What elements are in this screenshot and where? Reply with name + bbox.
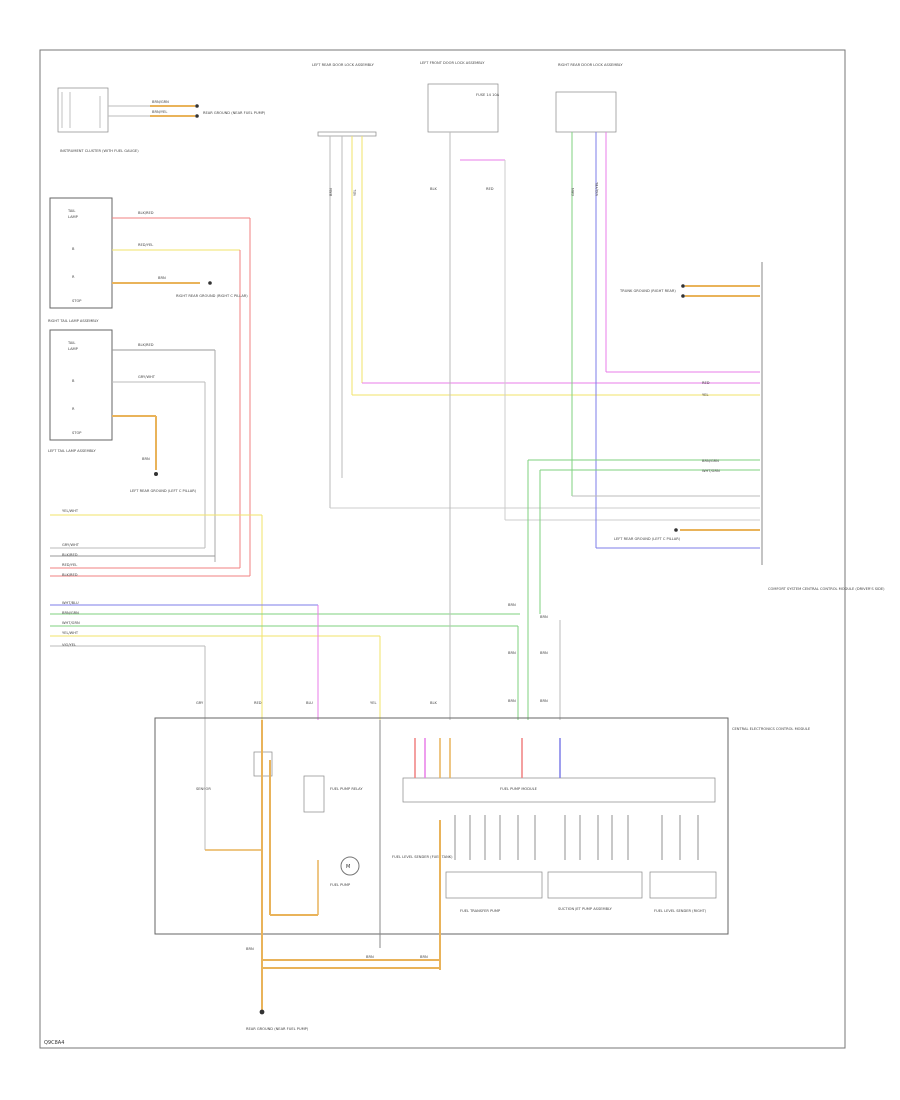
left-harness: YEL/WHT GRY/WHT BLK/RED RED/YEL BLK/RED …	[50, 509, 520, 720]
wire-label: BRN	[246, 947, 254, 951]
fuel-pump-module-label: FUEL PUMP MODULE	[500, 787, 538, 791]
svg-text:STOP: STOP	[72, 431, 82, 435]
ground-label: REAR GROUND (NEAR FUEL PUMP)	[203, 111, 266, 115]
left-tail-lamp: TAIL LAMP B R STOP LEFT TAIL LAMP ASSEMB…	[48, 329, 113, 453]
left-tail-lamp-label: LEFT TAIL LAMP ASSEMBLY	[48, 449, 97, 453]
ground-bus: BRN BRN BRN REAR GROUND (NEAR FUEL PUMP)	[246, 947, 440, 1031]
comfort-module-label: COMFORT SYSTEM CENTRAL CONTROL MODULE (D…	[768, 587, 885, 591]
right-tail-lamp-label: RIGHT TAIL LAMP ASSEMBLY	[48, 319, 99, 323]
svg-text:TAIL: TAIL	[67, 341, 75, 345]
wire-label: BRN	[329, 188, 333, 196]
svg-text:LAMP: LAMP	[68, 347, 79, 351]
ground-label: LEFT REAR GROUND (LEFT C PILLAR)	[614, 537, 681, 541]
central-module: CENTRAL ELECTRONICS CONTROL MODULE FUEL …	[154, 701, 811, 970]
wire-label: BLK/RED	[62, 553, 78, 557]
wire-label: BRN	[420, 955, 428, 959]
wire-label: BRN	[540, 615, 548, 619]
wire-label: GRY/WHT	[138, 375, 156, 379]
right-tail-lamp: TAIL LAMP B R STOP RIGHT TAIL LAMP ASSEM…	[48, 197, 113, 323]
wire-label: BRN	[540, 699, 548, 703]
tail-lamp-wires: BLK/RED RED/YEL BRN RIGHT REAR GROUND (R…	[112, 211, 251, 576]
svg-text:GRY: GRY	[196, 701, 204, 705]
svg-text:STOP: STOP	[72, 299, 82, 303]
sensor-label: SENSOR	[196, 787, 211, 791]
wire-label: BLK/RED	[62, 573, 78, 577]
svg-text:BLU: BLU	[306, 701, 313, 705]
svg-text:B: B	[72, 379, 75, 383]
wire-label: RED	[702, 381, 710, 385]
svg-text:TAIL: TAIL	[67, 209, 75, 213]
relay-label: FUEL PUMP RELAY	[330, 787, 363, 791]
wire-label: BLK/RED	[138, 343, 154, 347]
wire-label: BRN	[540, 651, 548, 655]
wire-label: YEL	[353, 190, 357, 196]
svg-text:B: B	[72, 247, 75, 251]
wire-label: BRN/YEL	[152, 110, 167, 114]
instrument-cluster: BRN/GRN BRN/YEL INSTRUMENT CLUSTER (WITH…	[57, 87, 266, 153]
svg-text:R: R	[72, 407, 75, 411]
wire-label: BRN	[508, 651, 516, 655]
svg-text:BLK: BLK	[430, 701, 437, 705]
wire-label: WHT/BLU	[62, 601, 79, 605]
sub-c-label: FUEL LEVEL SENDER (RIGHT)	[654, 909, 707, 913]
svg-text:M: M	[346, 864, 350, 870]
wire-label: BRN/GRN	[152, 100, 169, 104]
wire-label: VIO/YEL	[62, 643, 76, 647]
wire-label: BLK	[430, 187, 437, 191]
wire-label: BRN/GRN	[702, 459, 719, 463]
wire-label: BRN	[142, 457, 150, 461]
wire-label: VIO/YEL	[595, 182, 599, 196]
center-connectors: BRN BRN BRN BRN BRN BRN	[508, 603, 561, 720]
wire-label: BRN	[158, 276, 166, 280]
diagram-frame	[39, 49, 846, 1049]
ground-label: RIGHT REAR GROUND (RIGHT C PILLAR)	[176, 294, 248, 298]
svg-text:YEL: YEL	[370, 701, 376, 705]
wire-label: YEL/WHT	[62, 631, 79, 635]
right-rear-door-lock: RIGHT REAR DOOR LOCK ASSEMBLY GRN VIO/YE…	[555, 63, 760, 549]
central-module-label: CENTRAL ELECTRONICS CONTROL MODULE	[732, 727, 811, 731]
ground-label: REAR GROUND (NEAR FUEL PUMP)	[246, 1027, 309, 1031]
wire-label: RED	[486, 187, 494, 191]
wire-label: WHT/GRN	[62, 621, 80, 625]
svg-text:RED: RED	[254, 701, 262, 705]
wire-label: BRN	[508, 603, 516, 607]
svg-text:LAMP: LAMP	[68, 215, 79, 219]
sub-b-label: SUCTION JET PUMP ASSEMBLY	[558, 907, 613, 911]
wire-label: BRN	[508, 699, 516, 703]
instrument-cluster-label: INSTRUMENT CLUSTER (WITH FUEL GAUGE)	[60, 149, 139, 153]
ground-label: TRUNK GROUND (RIGHT REAR)	[619, 289, 676, 293]
left-front-door-lock: LEFT FRONT DOOR LOCK ASSEMBLY FUSE 14 10…	[420, 61, 760, 720]
wire-label: GRY/WHT	[62, 543, 80, 547]
wire-label: RED/YEL	[138, 243, 153, 247]
ground-label: LEFT REAR GROUND (LEFT C PILLAR)	[130, 489, 197, 493]
wire-label: BRN	[366, 955, 374, 959]
wire-label: RED/YEL	[62, 563, 77, 567]
fuse-label: FUSE 14 10A	[476, 93, 500, 97]
motor-label: FUEL PUMP	[330, 883, 351, 887]
left-rear-door-lock: LEFT REAR DOOR LOCK ASSEMBLY BRN YEL	[312, 63, 760, 509]
comfort-module: TRUNK GROUND (RIGHT REAR) BRN/GRN WHT/GR…	[527, 262, 885, 720]
figure-code: Q9C8A4	[44, 1040, 64, 1046]
right-rear-door-label: RIGHT REAR DOOR LOCK ASSEMBLY	[558, 63, 623, 67]
wire-label: WHT/GRN	[702, 469, 720, 473]
wire-label: BLK/RED	[138, 211, 154, 215]
svg-text:R: R	[72, 275, 75, 279]
sender-pins	[454, 815, 699, 860]
left-rear-door-label: LEFT REAR DOOR LOCK ASSEMBLY	[312, 63, 375, 67]
sub-a-label: FUEL TRANSFER PUMP	[460, 909, 501, 913]
wire-label: GRN	[571, 188, 575, 196]
sender-a-label: FUEL LEVEL SENDER (FUEL TANK)	[392, 855, 453, 859]
wire-label: BRN/GRN	[62, 611, 79, 615]
wire-label: YEL	[702, 393, 708, 397]
left-front-door-label: LEFT FRONT DOOR LOCK ASSEMBLY	[420, 61, 485, 65]
wire-label: YEL/WHT	[62, 509, 79, 513]
